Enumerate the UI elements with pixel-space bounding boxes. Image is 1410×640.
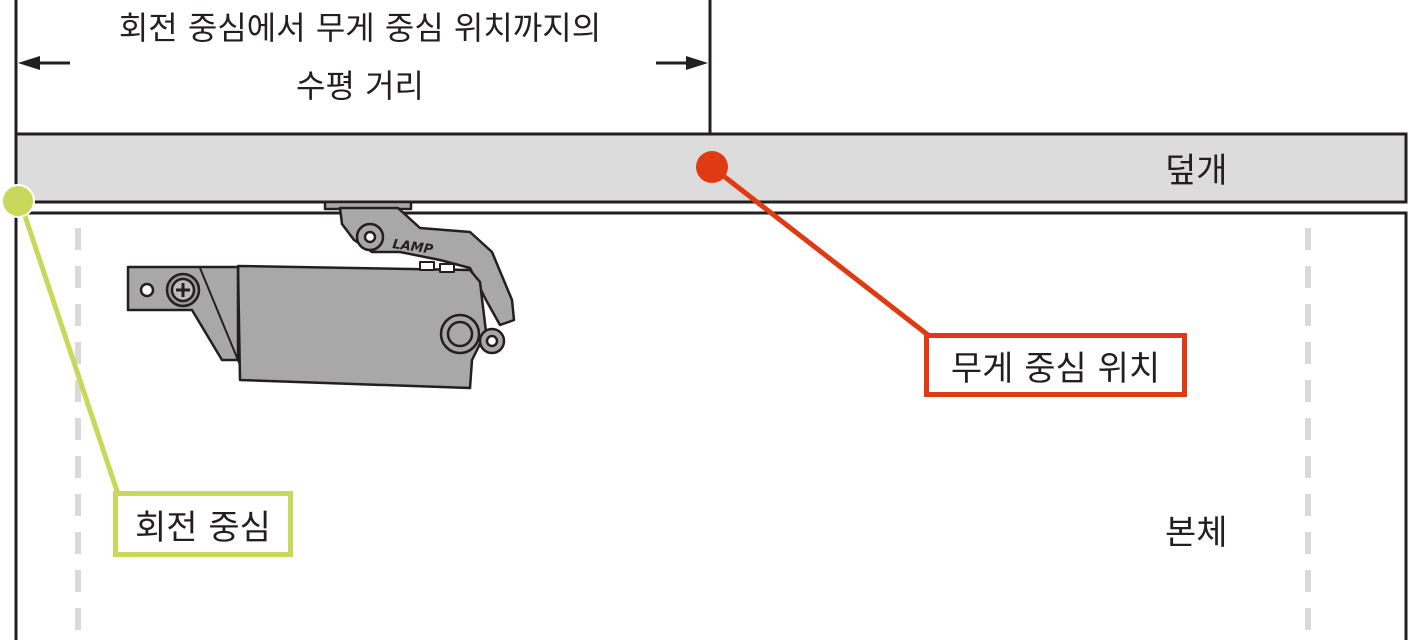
right-arrow: [656, 56, 708, 70]
slot-2: [439, 263, 455, 273]
bracket-hole-icon: [139, 282, 155, 298]
center-of-gravity-dot: [696, 151, 728, 183]
lid-stay: LAMP: [126, 200, 516, 390]
center-of-rotation-dot: [1, 184, 35, 218]
center-of-gravity-label: 무게 중심 위치: [924, 333, 1187, 397]
slot-1: [419, 261, 435, 271]
lid-panel: [14, 132, 1408, 204]
center-of-rotation-label: 회전 중심: [113, 491, 293, 557]
dimension-label-line2: 수평 거리: [296, 67, 424, 105]
brand-logo: LAMP: [391, 237, 434, 258]
lid-label: 덮개: [1165, 151, 1228, 191]
end-bracket: [126, 265, 240, 362]
rotation-leader-line: [17, 200, 121, 495]
body-label: 본체: [1165, 513, 1228, 553]
dimension-label-line1: 회전 중심에서 무게 중심 위치까지의: [118, 9, 602, 47]
left-arrow: [18, 56, 70, 70]
gravity-leader-line: [710, 165, 930, 337]
stay-body: [236, 264, 488, 390]
